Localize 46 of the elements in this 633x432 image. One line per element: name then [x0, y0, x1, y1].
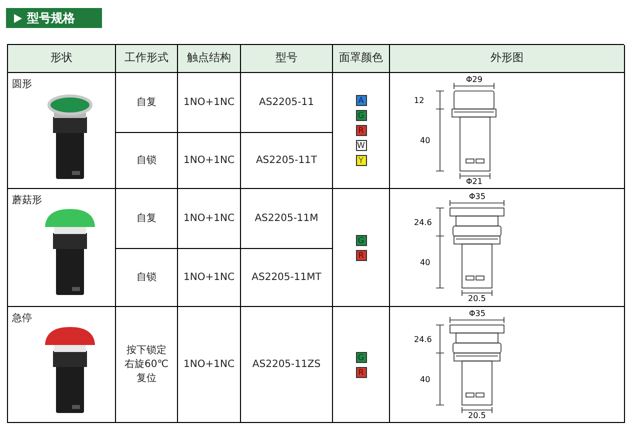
cell-text: 自复 — [136, 212, 158, 226]
cell-text: AS2205-11MT — [252, 270, 322, 284]
dimension-text: 24.6 — [414, 218, 432, 226]
color-code-tag: R — [356, 250, 366, 260]
cell-text: AS2205-11 — [259, 96, 314, 110]
dimension-text: 20.5 — [468, 410, 486, 420]
color-code-tag: G — [356, 110, 366, 121]
cell-text: 圆形 — [12, 78, 32, 92]
color-code-tag: Y — [356, 155, 366, 166]
cell-text: AS2205-11ZS — [252, 358, 321, 372]
header-text: 形状 — [50, 50, 72, 66]
dimension-text: 20.5 — [468, 294, 486, 302]
dimension-text: 40 — [420, 374, 430, 384]
dimension-text: Φ35 — [468, 308, 486, 318]
cell-text: AS2205-11T — [256, 154, 318, 168]
header-text: 触点结构 — [187, 50, 231, 66]
color-code-tag: R — [356, 366, 366, 378]
dimension-text: 24.6 — [414, 334, 432, 344]
header-text: 外形图 — [490, 50, 524, 66]
color-code-tag: W — [356, 140, 366, 151]
header-text: 工作形式 — [124, 50, 168, 66]
dimension-text: Φ21 — [466, 176, 482, 186]
cell-text: 自锁 — [136, 154, 158, 168]
header-text: 型号 — [276, 50, 298, 66]
cell-text: 1NO+1NC — [184, 212, 234, 226]
dimension-text: Φ35 — [468, 192, 486, 200]
title-text: 型号规格 — [27, 11, 75, 25]
dimension-text: Φ29 — [465, 74, 484, 84]
cell-text: 1NO+1NC — [184, 154, 234, 168]
color-code-tag: G — [356, 234, 366, 246]
dimension-text: 40 — [420, 136, 430, 144]
cell-text: 急停 — [12, 312, 32, 326]
cell-text: 1NO+1NC — [184, 358, 234, 372]
cell-text: 按下锁定右旋60℃复位 — [124, 344, 168, 386]
color-code-tag: A — [356, 95, 366, 106]
dimension-text: 12 — [414, 96, 424, 104]
cell-text: AS2205-11M — [254, 212, 318, 226]
cell-text: 1NO+1NC — [184, 96, 234, 110]
color-code-tag: R — [356, 125, 366, 136]
cell-text: 自复 — [136, 96, 158, 110]
dimension-text: 40 — [420, 258, 430, 266]
cell-text: 1NO+1NC — [184, 270, 234, 284]
cell-text: 自锁 — [136, 270, 158, 284]
cell-text: 蘑菇形 — [12, 194, 42, 208]
header-text: 面罩颜色 — [339, 50, 383, 66]
color-code-tag: G — [356, 352, 366, 362]
